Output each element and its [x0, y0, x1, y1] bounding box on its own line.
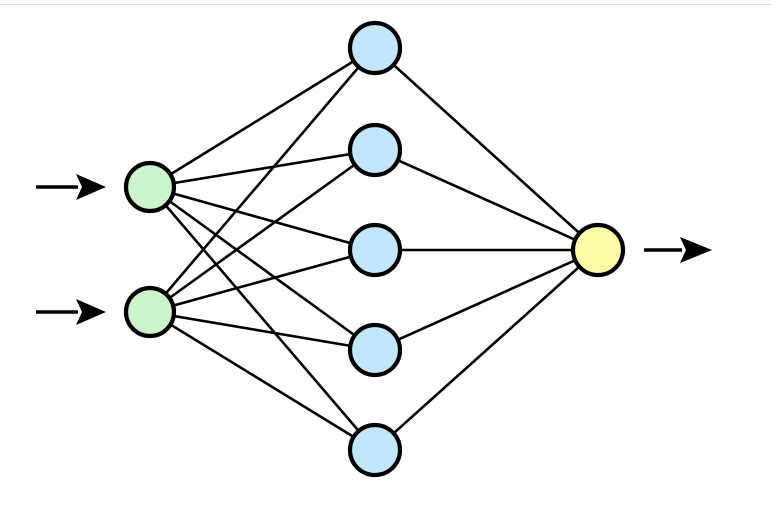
- edge-i1-h1: [149, 46, 376, 189]
- io-arrows-group: [36, 174, 712, 325]
- edge-i2-h3: [149, 248, 376, 314]
- node-i1[interactable]: [123, 160, 177, 214]
- node-h5[interactable]: [347, 422, 403, 478]
- input-arrow-2: [36, 299, 106, 325]
- edge-i1-h3: [149, 185, 376, 252]
- hidden-node-circle-1[interactable]: [347, 20, 403, 76]
- output-node-circle-1[interactable]: [570, 222, 626, 278]
- output-arrow-1: [644, 237, 712, 263]
- node-h4[interactable]: [347, 322, 403, 378]
- edge-i1-h5: [149, 186, 376, 451]
- edge-i2-h1: [149, 47, 376, 313]
- hidden-node-circle-5[interactable]: [347, 422, 403, 478]
- input-arrow-2-head: [76, 299, 106, 325]
- nodes-group: [123, 20, 626, 478]
- edge-i2-h2: [149, 148, 376, 314]
- input-node-circle-2[interactable]: [123, 285, 177, 339]
- node-h2[interactable]: [347, 122, 403, 178]
- edge-h5-o1: [374, 249, 599, 451]
- output-arrow-1-head: [680, 237, 712, 263]
- hidden-node-circle-2[interactable]: [347, 122, 403, 178]
- hidden-node-circle-3[interactable]: [347, 222, 403, 278]
- edge-i2-h5: [149, 310, 376, 452]
- edge-h4-o1: [374, 248, 599, 352]
- node-o1[interactable]: [570, 222, 626, 278]
- node-h3[interactable]: [347, 222, 403, 278]
- input-node-circle-1[interactable]: [123, 160, 177, 214]
- page-top-rule: [0, 4, 771, 5]
- input-arrow-1: [36, 174, 106, 200]
- edge-i2-h4: [149, 310, 376, 352]
- edge-h2-o1: [374, 148, 599, 252]
- edge-i1-h4: [149, 185, 376, 352]
- node-h1[interactable]: [347, 20, 403, 76]
- node-i2[interactable]: [123, 285, 177, 339]
- edges-group: [149, 46, 599, 452]
- hidden-node-circle-4[interactable]: [347, 322, 403, 378]
- edge-i1-h2: [149, 148, 376, 189]
- input-arrow-1-head: [76, 174, 106, 200]
- edge-h1-o1: [374, 47, 599, 251]
